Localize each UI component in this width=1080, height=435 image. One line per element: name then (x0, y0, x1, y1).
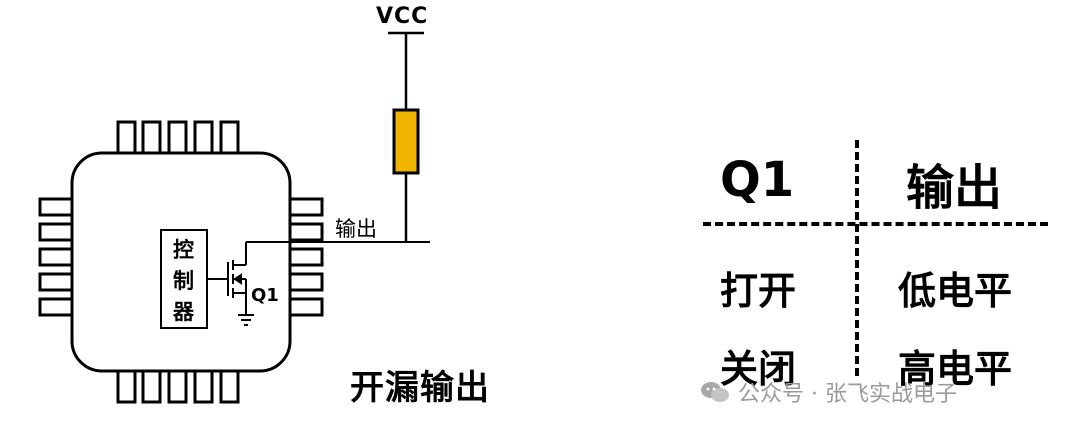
watermark-text: 公众号 · 张飞实战电子 (738, 382, 957, 407)
pullup-resistor (392, 108, 420, 175)
vcc-wire (388, 31, 424, 242)
wechat-icon (700, 381, 730, 403)
table-header-output: 输出 (906, 160, 1003, 216)
table-row-1-output: 低电平 (898, 269, 1013, 313)
table-row-1-q1: 打开 (720, 269, 797, 313)
controller-char-1: 控 (173, 238, 194, 262)
ic-top-pins (116, 120, 240, 156)
ground-icon (238, 314, 254, 326)
controller-char-3: 器 (173, 300, 194, 324)
vcc-label: VCC (376, 4, 429, 29)
output-label: 输出 (335, 217, 377, 241)
diagram-caption: 开漏输出 (350, 368, 490, 408)
controller-char-2: 制 (173, 269, 194, 293)
ic-right-pins (288, 197, 324, 317)
table-header-q1: Q1 (720, 152, 795, 208)
table-divider-horizontal (703, 222, 1048, 226)
table-divider-vertical (855, 140, 859, 376)
table-row-2-output: 高电平 (898, 347, 1013, 391)
ic-bottom-pins (116, 368, 240, 404)
mosfet-q1-symbol (227, 242, 247, 315)
transistor-label: Q1 (251, 285, 279, 306)
controller-box (160, 229, 208, 329)
ic-left-pins (38, 197, 74, 317)
table-row-2-q1: 关闭 (720, 347, 797, 391)
watermark: 公众号 · 张飞实战电子 (700, 374, 957, 410)
